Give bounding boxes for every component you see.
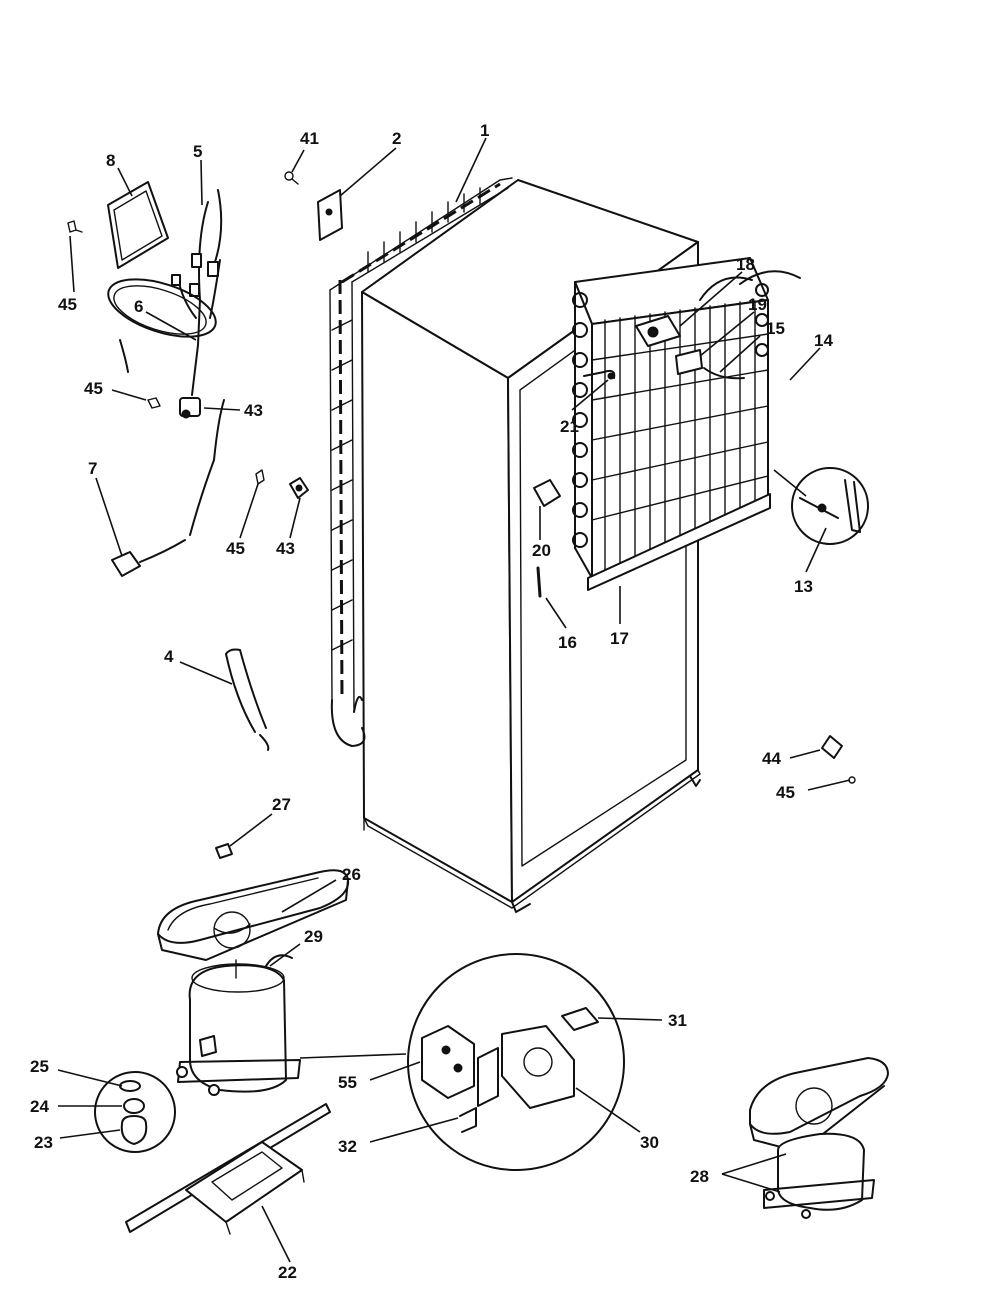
label-part-14: 14 <box>814 331 833 350</box>
label-part-32: 32 <box>338 1137 357 1156</box>
label-part-16: 16 <box>558 633 577 652</box>
label-part-2: 2 <box>392 129 401 148</box>
label-part-15: 15 <box>766 319 785 338</box>
clip-part-21 <box>583 369 616 380</box>
base-rail-part-22 <box>125 1103 331 1235</box>
label-part-45-upper: 45 <box>58 295 77 314</box>
evaporator-coil <box>572 257 801 591</box>
heater-part-16 <box>536 566 542 598</box>
cover-panel-part-8 <box>107 181 169 269</box>
label-part-5: 5 <box>193 142 202 161</box>
label-part-43-lower: 43 <box>276 539 295 558</box>
label-part-22: 22 <box>278 1263 297 1282</box>
condenser-coil <box>329 177 513 747</box>
label-part-7: 7 <box>88 459 97 478</box>
label-part-27: 27 <box>272 795 291 814</box>
detail-zoom-grommets <box>94 1071 176 1153</box>
label-part-21: 21 <box>560 417 579 436</box>
heater-tube-part-14 <box>703 367 745 380</box>
label-part-45-middle: 45 <box>84 379 103 398</box>
compressor-assembly-part-28 <box>749 1057 889 1219</box>
label-part-41: 41 <box>300 129 319 148</box>
label-part-45-lower: 45 <box>226 539 245 558</box>
power-cord-part-7 <box>107 259 225 577</box>
bracket-part-2 <box>317 189 343 241</box>
sensor-part-19 <box>675 349 703 375</box>
label-part-8: 8 <box>106 151 115 170</box>
label-part-6: 6 <box>134 297 143 316</box>
label-part-17: 17 <box>610 629 629 648</box>
label-part-30: 30 <box>640 1133 659 1152</box>
label-part-28: 28 <box>690 1167 709 1186</box>
label-part-23: 23 <box>34 1133 53 1152</box>
label-part-55: 55 <box>338 1073 357 1092</box>
detail-zoom-relay-assembly <box>299 953 625 1171</box>
label-part-44: 44 <box>762 749 781 768</box>
drier-part-4 <box>225 648 270 751</box>
thermostat-part-18 <box>635 315 681 347</box>
label-part-29: 29 <box>304 927 323 946</box>
label-part-20: 20 <box>532 541 551 560</box>
callout-labels: 1 2 41 8 5 45 6 45 43 7 45 43 4 18 19 15… <box>30 121 833 1282</box>
label-part-26: 26 <box>342 865 361 884</box>
grommet-part-27 <box>215 843 233 859</box>
relay-part-20 <box>533 479 561 507</box>
label-part-31: 31 <box>668 1011 687 1030</box>
screw-part-45-middle <box>147 397 161 409</box>
callout-leaders <box>57 137 851 1263</box>
label-part-1: 1 <box>480 121 489 140</box>
label-part-19: 19 <box>748 295 767 314</box>
screw-part-41 <box>284 171 299 185</box>
clip-part-43-lower <box>289 477 309 499</box>
clip-part-44 <box>821 735 843 759</box>
label-part-25: 25 <box>30 1057 49 1076</box>
compressor-part-29 <box>176 954 301 1096</box>
label-part-45-right: 45 <box>776 783 795 802</box>
label-part-43-upper: 43 <box>244 401 263 420</box>
label-part-4: 4 <box>164 647 174 666</box>
screw-part-45-lower <box>255 469 265 485</box>
screw-part-45-upper <box>67 220 83 233</box>
label-part-24: 24 <box>30 1097 49 1116</box>
drain-pan-part-26 <box>157 869 350 961</box>
label-part-13: 13 <box>794 577 813 596</box>
detail-zoom-part-13 <box>791 467 869 545</box>
label-part-18: 18 <box>736 255 755 274</box>
